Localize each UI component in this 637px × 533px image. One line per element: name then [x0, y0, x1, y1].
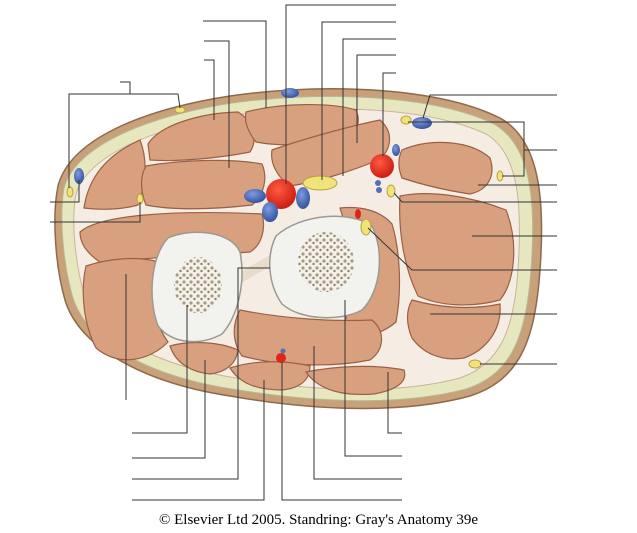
vein-ulnar: [392, 144, 400, 156]
muscle-bottom-right: [304, 365, 406, 396]
leader-line-10: [130, 93, 181, 109]
nerve-ulnar: [386, 184, 396, 198]
artery-ulnar: [370, 154, 394, 178]
artery-interosseous: [355, 209, 361, 219]
radius-bone: [151, 231, 243, 343]
muscle-right-upper: [398, 141, 493, 195]
leader-line-27: [281, 362, 402, 501]
leader-line-3: [204, 59, 215, 120]
muscle-left-lateral: [83, 139, 146, 210]
artery-posterior-interosseous: [276, 353, 286, 363]
vein-central-left: [244, 189, 266, 203]
muscle-right-large: [399, 193, 515, 306]
leader-line-11: [50, 180, 80, 203]
leader-line-28: [313, 346, 402, 480]
nerve-interosseous: [360, 218, 372, 236]
leader-line-2: [204, 40, 230, 168]
artery-large-central: [266, 179, 296, 209]
leader-line-17: [393, 192, 557, 203]
leader-line-25: [132, 267, 270, 480]
ulna-bone: [269, 215, 381, 319]
leader-line-29: [344, 300, 402, 457]
leader-line-5: [321, 21, 396, 180]
leader-line-14: [408, 121, 557, 151]
nerve-superficial-right: [400, 115, 412, 125]
vein-superficial-top: [281, 88, 299, 98]
leader-line-15: [502, 150, 525, 177]
leader-line-26: [132, 380, 265, 501]
leader-line-6: [342, 38, 396, 176]
leader-lines: [50, 4, 557, 501]
vein-posterior-interosseous: [280, 348, 286, 354]
leader-line-1: [203, 20, 267, 108]
leader-line-8: [382, 72, 396, 156]
vein-small-2: [376, 187, 382, 193]
nerve-superficial-left: [66, 186, 74, 198]
muscle-bottom-mid: [229, 361, 311, 391]
radius-marrow: [174, 257, 222, 313]
vein-superficial-right: [412, 117, 432, 129]
leader-line-7: [356, 54, 396, 143]
vessels-and-nerves: [66, 88, 504, 369]
copyright-caption: © Elsevier Ltd 2005. Standring: Gray's A…: [158, 512, 479, 528]
vein-central-lower: [262, 202, 278, 222]
leader-line-13: [422, 94, 557, 119]
leader-line-12: [50, 202, 141, 223]
leader-line-23: [132, 305, 188, 434]
vein-superficial-left: [74, 168, 84, 184]
nerve-cutaneous-bottom-right: [468, 359, 482, 369]
ulna-marrow: [298, 232, 354, 292]
muscle-anterior-middle: [140, 159, 266, 210]
leader-line-4: [285, 4, 396, 184]
leader-line-19: [367, 227, 557, 271]
nerve-median: [302, 175, 338, 191]
vein-central-right: [296, 187, 310, 209]
vein-small-1: [375, 180, 381, 186]
leader-line-30: [387, 372, 402, 434]
leader-line-24: [132, 360, 206, 459]
muscle-right-lower: [406, 299, 501, 360]
